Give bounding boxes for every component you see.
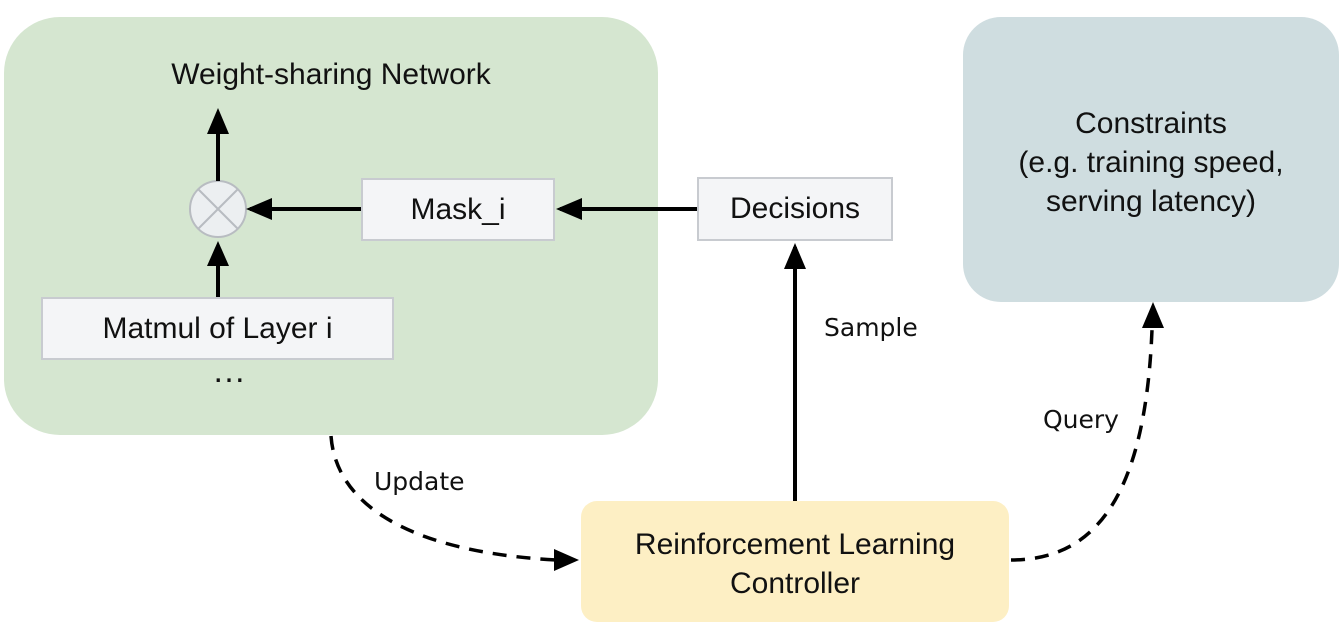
arrow-update — [329, 435, 557, 562]
mask-box: Mask_i — [361, 178, 555, 241]
controller-text: Reinforcement Learning Controller — [634, 528, 956, 600]
constraints-panel — [963, 17, 1339, 302]
circled-times-icon — [189, 180, 247, 238]
matmul-box: Matmul of Layer i — [41, 297, 394, 360]
matmul-label: Matmul of Layer i — [102, 311, 333, 345]
decisions-box: Decisions — [697, 177, 893, 241]
sample-label: Sample — [824, 313, 918, 342]
query-label: Query — [1043, 405, 1119, 434]
decisions-label: Decisions — [729, 192, 861, 225]
constraints-text: Constraints (e.g. training speed, servin… — [1018, 107, 1284, 218]
weight-sharing-network-title: Weight-sharing Network — [171, 58, 491, 91]
update-label: Update — [374, 467, 465, 496]
controller-panel — [581, 501, 1009, 622]
mask-label: Mask_i — [410, 192, 506, 226]
ellipsis: … — [212, 352, 246, 390]
arrow-query — [1010, 329, 1154, 562]
